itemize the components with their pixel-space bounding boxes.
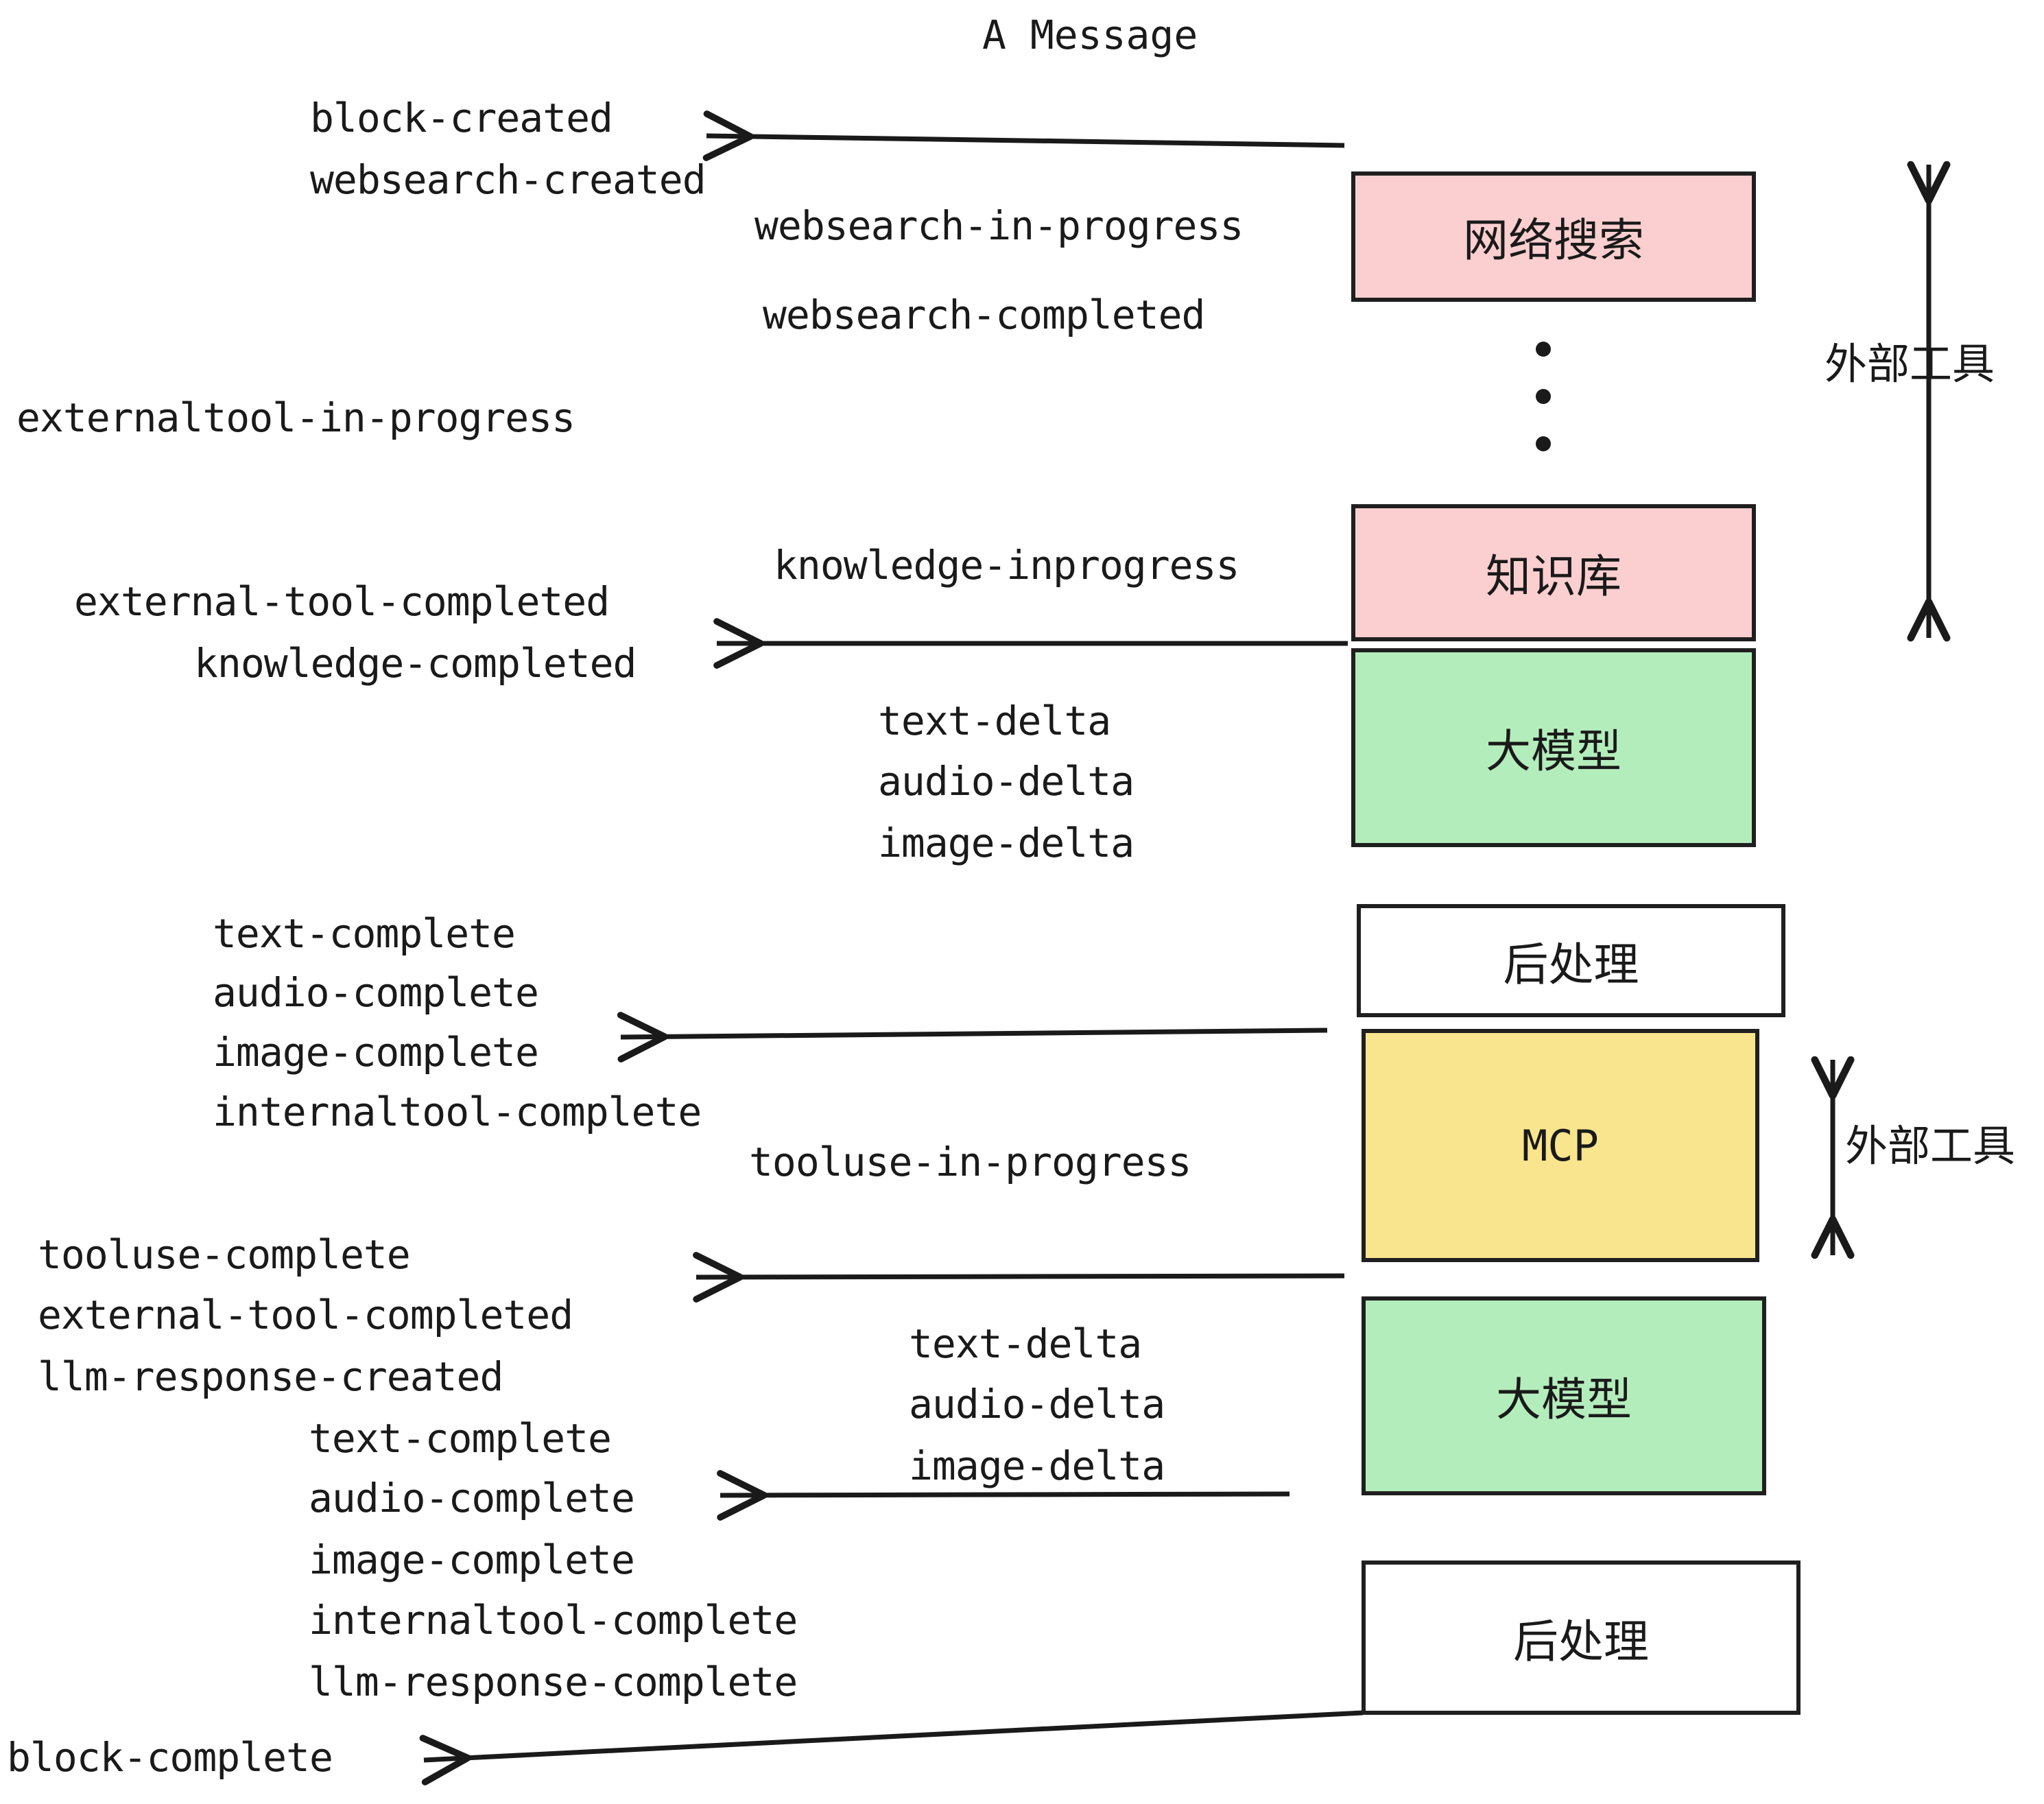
box-mcp[interactable]: MCP: [1362, 1029, 1759, 1262]
box-knowledge-base[interactable]: 知识库: [1351, 504, 1756, 641]
event-block-complete: block-complete: [7, 1734, 333, 1781]
event-audio-delta-1: audio-delta: [878, 758, 1134, 805]
box-knowledge-base-label: 知识库: [1486, 550, 1621, 603]
event-text-delta-1: text-delta: [878, 698, 1111, 744]
event-internaltool-complete-1: internaltool-complete: [213, 1089, 702, 1135]
box-postprocess-top[interactable]: 后处理: [1357, 904, 1785, 1017]
side-label-external-tools-upper: 外部工具: [1825, 339, 1995, 389]
event-websearch-completed: websearch-completed: [763, 292, 1205, 338]
event-image-complete-1: image-complete: [213, 1029, 539, 1076]
arrow-image-complete: [617, 1012, 1328, 1063]
event-internaltool-complete-2: internaltool-complete: [309, 1597, 798, 1643]
page-title: A Message: [982, 12, 1198, 58]
event-block-created: block-created: [310, 95, 613, 141]
event-llm-response-created: llm-response-created: [38, 1353, 503, 1400]
event-external-tool-completed-2: external-tool-completed: [38, 1292, 573, 1338]
side-label-external-tools-lower: 外部工具: [1845, 1121, 2016, 1171]
event-knowledge-inprogress: knowledge-inprogress: [774, 542, 1239, 589]
event-tooluse-complete: tooluse-complete: [38, 1231, 411, 1278]
box-llm-top-label: 大模型: [1486, 725, 1621, 778]
arrow-block-complete: [419, 1710, 1364, 1785]
event-image-delta-2: image-delta: [909, 1443, 1165, 1489]
event-websearch-created: websearch-created: [310, 156, 706, 203]
event-text-delta-2: text-delta: [909, 1320, 1142, 1367]
box-postprocess-bottom[interactable]: 后处理: [1362, 1560, 1801, 1715]
event-llm-response-complete: llm-response-complete: [309, 1659, 798, 1705]
event-audio-delta-2: audio-delta: [909, 1381, 1165, 1427]
event-websearch-in-progress: websearch-in-progress: [754, 202, 1244, 249]
box-postprocess-top-label: 后处理: [1503, 938, 1639, 991]
vertical-ellipsis-icon: [1535, 342, 1552, 451]
event-audio-complete-2: audio-complete: [309, 1475, 635, 1521]
event-text-complete-2: text-complete: [309, 1415, 612, 1462]
box-llm-top[interactable]: 大模型: [1351, 648, 1756, 847]
box-llm-bottom-label: 大模型: [1496, 1373, 1632, 1426]
box-websearch-label: 网络搜索: [1463, 214, 1644, 267]
event-image-delta-1: image-delta: [878, 820, 1134, 866]
box-mcp-label: MCP: [1522, 1120, 1599, 1171]
event-external-tool-completed-1: external-tool-completed: [74, 578, 610, 625]
event-text-complete-1: text-complete: [213, 910, 516, 957]
box-llm-bottom[interactable]: 大模型: [1362, 1296, 1766, 1495]
event-tooluse-in-progress: tooluse-in-progress: [749, 1139, 1191, 1185]
event-externaltool-in-progress: externaltool-in-progress: [16, 394, 575, 441]
arrow-audio-complete: [717, 1470, 1290, 1521]
event-knowledge-completed: knowledge-completed: [194, 640, 637, 687]
event-image-complete-2: image-complete: [309, 1536, 635, 1583]
box-postprocess-bottom-label: 后处理: [1513, 1615, 1649, 1668]
box-websearch[interactable]: 网络搜索: [1351, 171, 1756, 302]
arrow-websearch-created: [702, 110, 1345, 161]
arrow-tooluse-complete: [693, 1252, 1345, 1303]
event-audio-complete-1: audio-complete: [213, 969, 539, 1016]
